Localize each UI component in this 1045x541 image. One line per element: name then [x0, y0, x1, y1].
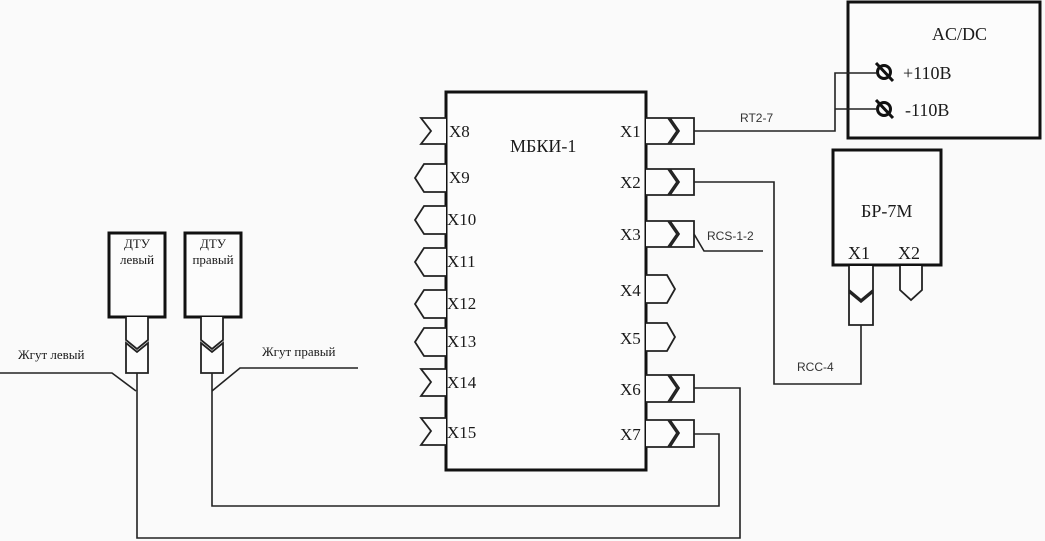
port-x4-connector[interactable]: [646, 274, 677, 304]
port-x10-label: X10: [447, 210, 476, 229]
terminal-minus-label: -110В: [905, 100, 949, 120]
relay-port-x1-label: X1: [848, 243, 870, 263]
harness-right-label: Жгут правый: [262, 344, 336, 359]
port-x2-connector[interactable]: [646, 168, 679, 196]
relay-unit-box: [831, 148, 943, 267]
terminal-minus-icon: [874, 98, 895, 120]
port-x6-plug[interactable]: [668, 374, 695, 403]
main-unit-label: МБКИ-1: [510, 136, 576, 156]
cable-rcs-1-2-label: RCS-1-2: [707, 229, 754, 243]
relay-port-x1-plug[interactable]: [848, 290, 874, 326]
cable-rt2-7-label: RT2-7: [740, 111, 773, 125]
port-x7-connector[interactable]: [646, 419, 679, 448]
port-x7-label: X7: [620, 425, 641, 444]
wire-x3-stub: [693, 233, 763, 252]
harness-left-line: [0, 372, 137, 392]
port-x2-plug[interactable]: [668, 168, 695, 196]
port-x6-label: X6: [620, 380, 641, 399]
port-x5-connector[interactable]: [646, 322, 677, 352]
sensor-right-box: [183, 231, 243, 319]
port-x4-label: X4: [620, 281, 641, 300]
port-x3-connector[interactable]: [646, 220, 679, 248]
wire-x6-sensor-left: [136, 387, 741, 539]
cable-rcc-4-label: RCC-4: [797, 360, 834, 374]
sensor-left-plug[interactable]: [125, 341, 149, 374]
port-x1-label: X1: [620, 122, 641, 141]
port-x8-connector[interactable]: [419, 117, 446, 145]
sensor-right-line1: ДТУ: [200, 236, 227, 251]
sensor-left-line2: левый: [120, 252, 154, 267]
port-x12-connector[interactable]: [413, 289, 446, 319]
relay-port-x1-connector[interactable]: [848, 266, 874, 302]
power-supply-label: AC/DC: [932, 24, 987, 44]
port-x14-connector[interactable]: [419, 368, 446, 397]
relay-port-x2-label: X2: [898, 243, 920, 263]
relay-unit-label: БР-7М: [861, 201, 912, 221]
relay-port-x2-connector[interactable]: [899, 266, 923, 302]
port-x15-label: X15: [447, 423, 476, 442]
port-x7-plug[interactable]: [668, 419, 695, 448]
port-x5-label: X5: [620, 329, 641, 348]
port-x3-plug[interactable]: [668, 220, 695, 248]
wire-x2-relay: [694, 181, 862, 385]
port-x15-connector[interactable]: [419, 417, 446, 446]
sensor-left-connector[interactable]: [125, 317, 149, 351]
port-x12-label: X12: [447, 294, 476, 313]
harness-right-line: [211, 367, 358, 392]
wire-x1-power: [694, 72, 877, 132]
port-x11-connector[interactable]: [413, 247, 446, 277]
port-x13-label: X13: [447, 332, 476, 351]
sensor-left-line1: ДТУ: [124, 236, 151, 251]
sensor-right-line2: правый: [192, 252, 233, 267]
port-x9-connector[interactable]: [413, 163, 446, 193]
port-x2-label: X2: [620, 173, 641, 192]
harness-left-label: Жгут левый: [18, 347, 85, 362]
sensor-right-plug[interactable]: [200, 341, 224, 374]
port-x14-label: X14: [447, 373, 477, 392]
port-x13-connector[interactable]: [413, 327, 446, 357]
port-x3-label: X3: [620, 225, 641, 244]
port-x1-plug[interactable]: [668, 117, 695, 145]
port-x11-label: X11: [447, 252, 476, 271]
wire-x7-sensor-right: [211, 391, 720, 507]
port-x9-label: X9: [449, 168, 470, 187]
sensor-right-connector[interactable]: [200, 317, 224, 351]
terminal-plus-label: +110В: [903, 63, 952, 83]
main-unit-box: [444, 90, 648, 472]
port-x10-connector[interactable]: [413, 205, 446, 235]
port-x8-label: X8: [449, 122, 470, 141]
port-x6-connector[interactable]: [646, 374, 679, 403]
port-x1-connector[interactable]: [646, 117, 679, 145]
terminal-plus-icon: [874, 61, 895, 83]
